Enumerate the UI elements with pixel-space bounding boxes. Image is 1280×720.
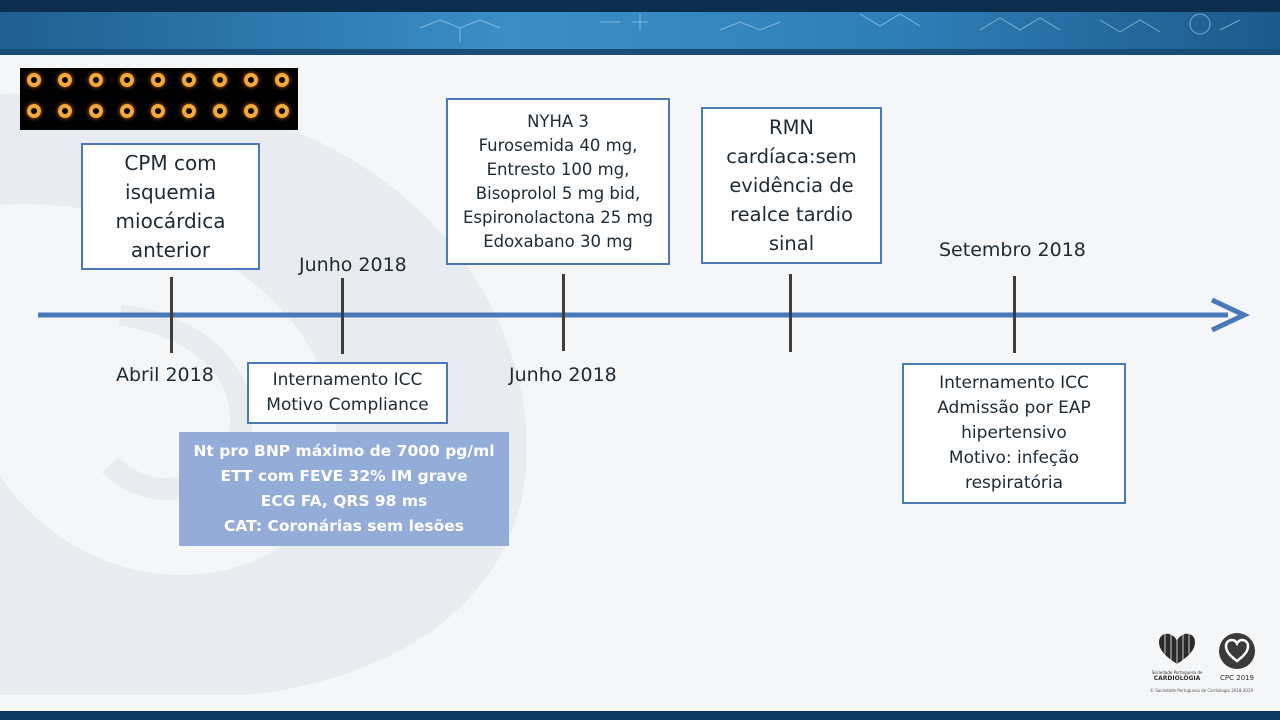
info-line: ECG FA, QRS 98 ms bbox=[260, 492, 428, 510]
event-box-rmn: RMN cardíaca:sem evidência de realce tar… bbox=[701, 107, 882, 264]
nyha-line: Edoxabano 30 mg bbox=[483, 231, 633, 251]
scan-slice bbox=[182, 104, 196, 118]
rmn-line: cardíaca:sem bbox=[726, 145, 857, 168]
rmn-line: RMN bbox=[769, 116, 814, 139]
tick-rmn bbox=[789, 274, 792, 352]
footer-bar bbox=[0, 711, 1280, 720]
copyright-text: © Sociedade Portuguesa de Cardiologia 20… bbox=[1150, 688, 1254, 693]
scan-slice bbox=[244, 73, 258, 87]
date-label-abril: Abril 2018 bbox=[116, 364, 214, 386]
icc2-line: Admissão por EAP bbox=[937, 398, 1091, 418]
cpm-line: miocárdica bbox=[115, 208, 226, 233]
chemistry-decoration bbox=[419, 13, 1241, 42]
icc2-line: respiratória bbox=[964, 473, 1064, 493]
event-box-internamento-1: Internamento ICC Motivo Compliance bbox=[247, 362, 448, 424]
nyha-line: NYHA 3 bbox=[527, 111, 589, 131]
spc-logo-line2: CARDIOLOGIA bbox=[1153, 675, 1201, 682]
icc2-line: hipertensivo bbox=[961, 423, 1067, 443]
heart-grid-icon bbox=[1159, 633, 1195, 664]
nyha-line: Espironolactona 25 mg bbox=[462, 207, 654, 227]
cpm-line: anterior bbox=[130, 237, 211, 262]
scan-slice bbox=[120, 73, 134, 87]
banner-rule bbox=[0, 49, 1280, 55]
nyha-line: Bisoprolol 5 mg bid, bbox=[475, 183, 641, 203]
info-line: ETT com FEVE 32% IM grave bbox=[220, 467, 468, 485]
rmn-line: realce tardio bbox=[730, 203, 853, 226]
info-line: CAT: Coronárias sem lesões bbox=[223, 517, 465, 535]
perfusion-scan-image bbox=[20, 68, 298, 130]
cpm-line: isquemia bbox=[125, 179, 216, 204]
scan-slice bbox=[213, 73, 227, 87]
scan-slice bbox=[58, 104, 72, 118]
header-banner bbox=[0, 0, 1280, 55]
tick-junho-2 bbox=[562, 274, 565, 351]
icc1-line: Internamento ICC bbox=[272, 370, 423, 390]
event-box-internamento-2: Internamento ICC Admissão por EAP hipert… bbox=[902, 363, 1126, 504]
scan-slice bbox=[89, 104, 103, 118]
date-label-junho-bottom: Junho 2018 bbox=[509, 364, 617, 386]
tick-junho-1 bbox=[341, 278, 344, 354]
rmn-line: sinal bbox=[768, 232, 815, 255]
spc-logo: Sociedade Portuguesa de CARDIOLOGIA bbox=[1148, 632, 1206, 694]
icc1-line: Motivo Compliance bbox=[266, 395, 429, 415]
rmn-line: evidência de bbox=[729, 174, 854, 197]
banner-dark-strip bbox=[0, 0, 1280, 12]
scan-slice bbox=[120, 104, 134, 118]
cpm-line: CPM com bbox=[124, 150, 217, 175]
scan-slice bbox=[182, 73, 196, 87]
cpc-heart-icon bbox=[1219, 633, 1255, 669]
date-label-setembro: Setembro 2018 bbox=[939, 239, 1086, 261]
scan-slice bbox=[151, 104, 165, 118]
event-box-nyha: NYHA 3 Furosemida 40 mg, Entresto 100 mg… bbox=[446, 98, 670, 265]
scan-slice bbox=[275, 73, 289, 87]
scan-slice bbox=[244, 104, 258, 118]
nyha-line: Furosemida 40 mg, bbox=[478, 135, 638, 155]
info-line: Nt pro BNP máximo de 7000 pg/ml bbox=[193, 442, 495, 460]
scan-slice bbox=[151, 73, 165, 87]
spc-logo-line1: Sociedade Portuguesa de bbox=[1151, 670, 1203, 675]
scan-slice bbox=[89, 73, 103, 87]
scan-slice bbox=[275, 104, 289, 118]
event-box-cpm: CPM com isquemia miocárdica anterior bbox=[81, 143, 260, 270]
icc2-line: Motivo: infeção bbox=[948, 448, 1080, 468]
scan-slice bbox=[213, 104, 227, 118]
cpc-logo-text: CPC 2019 bbox=[1219, 674, 1255, 682]
info-box-exams: Nt pro BNP máximo de 7000 pg/ml ETT com … bbox=[179, 432, 509, 546]
scan-slice bbox=[27, 73, 41, 87]
icc2-line: Internamento ICC bbox=[939, 373, 1089, 393]
tick-abril bbox=[170, 277, 173, 353]
tick-setembro bbox=[1013, 276, 1016, 353]
nyha-line: Entresto 100 mg, bbox=[486, 159, 630, 179]
cpc-logo: CPC 2019 bbox=[1210, 632, 1264, 694]
scan-slice bbox=[58, 73, 72, 87]
scan-slice bbox=[27, 104, 41, 118]
date-label-junho-top: Junho 2018 bbox=[299, 254, 407, 276]
